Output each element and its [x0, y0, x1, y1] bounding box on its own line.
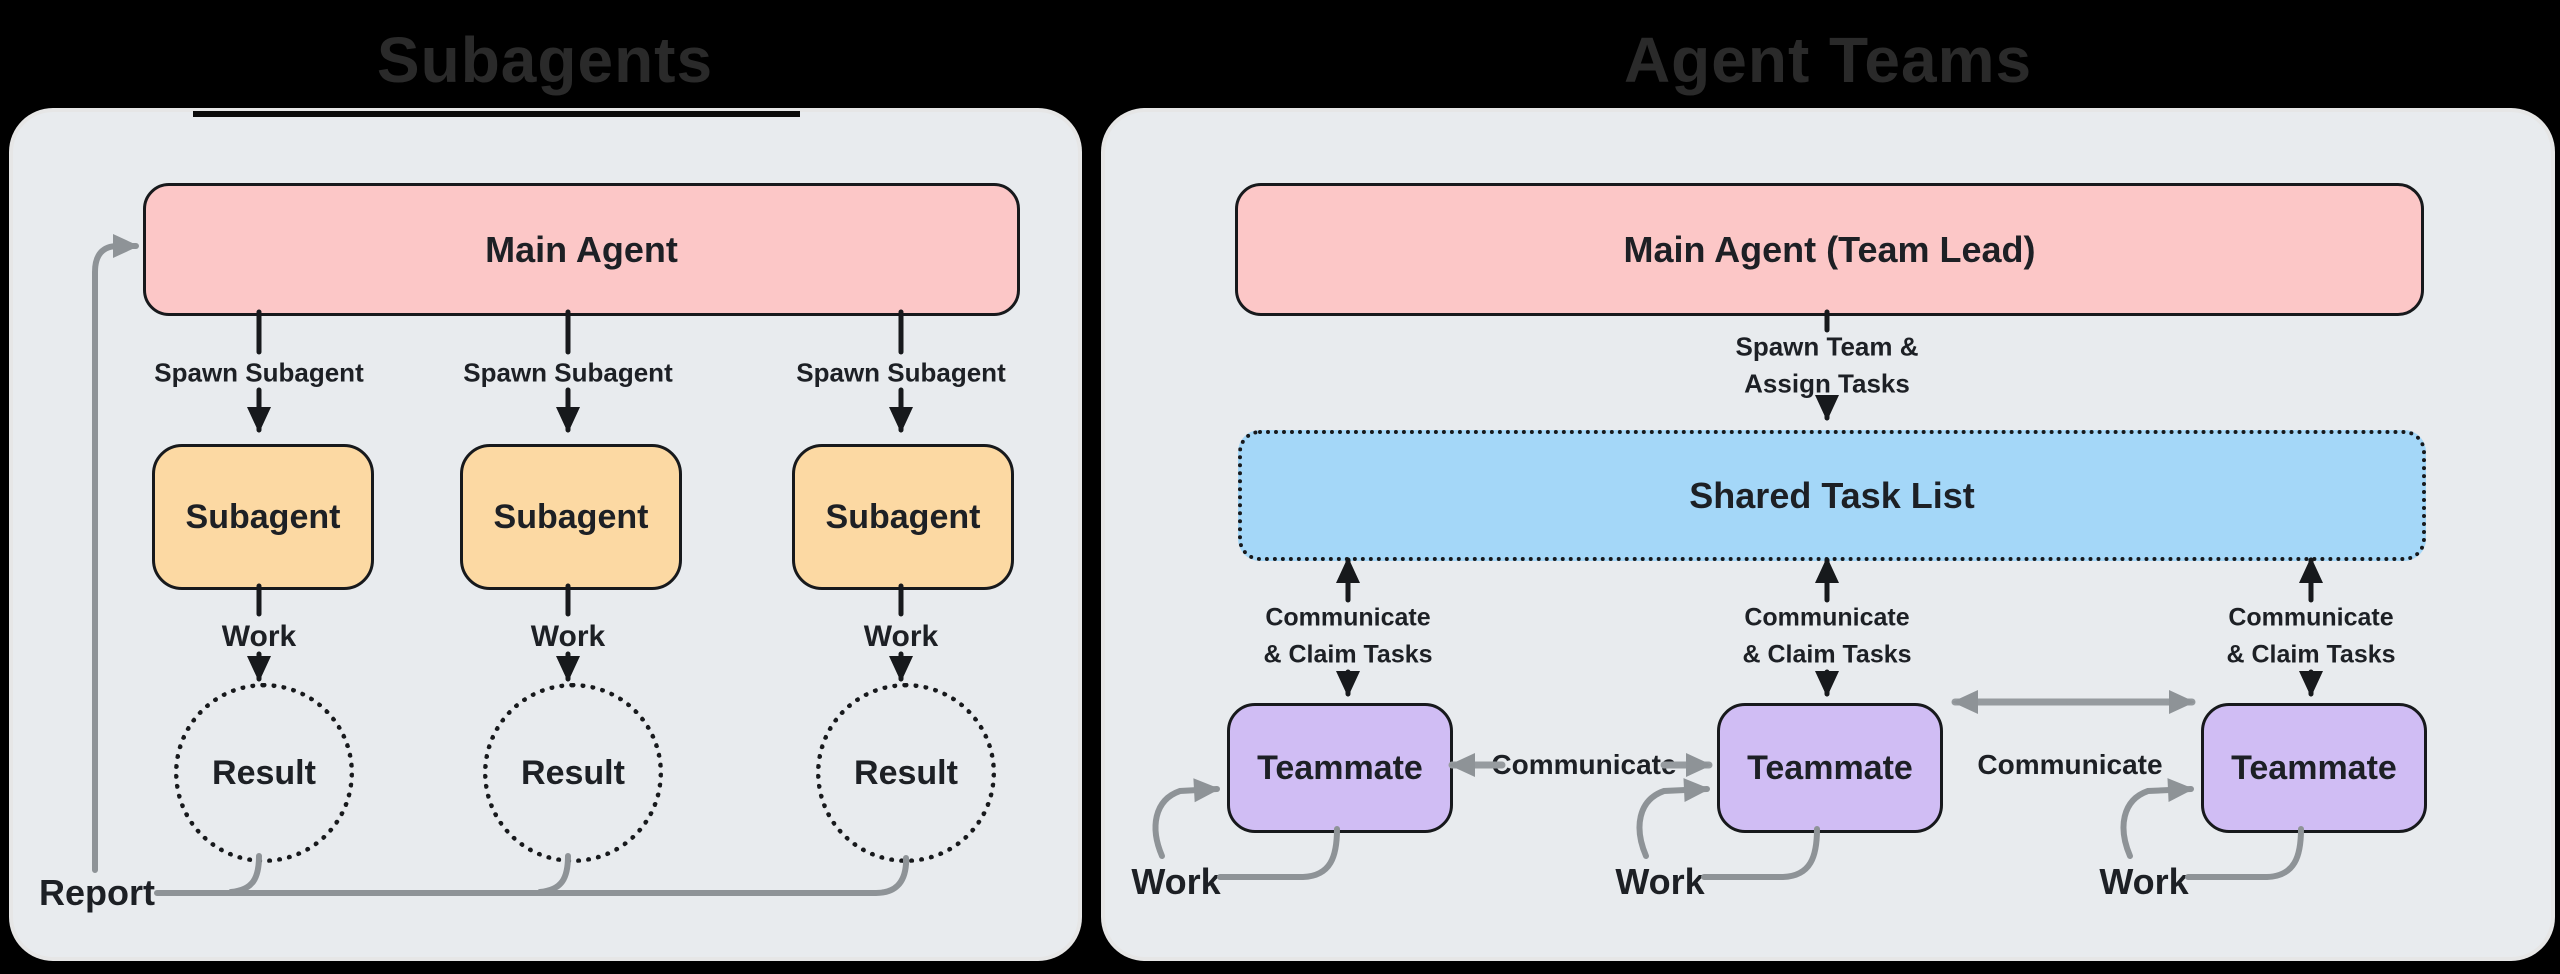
work-label-3: Work [863, 620, 939, 653]
teammate-box-1: Teammate [1227, 703, 1453, 833]
spawn-subagent-label-1: Spawn Subagent [154, 357, 364, 388]
main-agent-box: Main Agent [143, 183, 1020, 316]
communicate-label-1: Communicate [1491, 749, 1677, 780]
teammate-work-label-3: Work [2099, 861, 2189, 902]
team-lead-box: Main Agent (Team Lead) [1235, 183, 2424, 316]
result-circle-2: Result [483, 683, 663, 863]
claim-label-3-line1: Communicate [2228, 603, 2394, 632]
claim-label-3-line2: & Claim Tasks [2226, 640, 2396, 669]
result-label: Result [521, 753, 625, 792]
teammate-box-2: Teammate [1717, 703, 1943, 833]
work-label-2: Work [530, 620, 606, 653]
team-lead-label: Main Agent (Team Lead) [1623, 228, 2036, 270]
report-label: Report [39, 872, 155, 913]
spawn-subagent-label-3: Spawn Subagent [796, 357, 1006, 388]
spawn-team-label-line1: Spawn Team & [1735, 331, 1919, 362]
result-circle-1: Result [174, 683, 354, 863]
subagent-label: Subagent [825, 497, 981, 536]
spawn-team-label-line2: Assign Tasks [1744, 368, 1910, 399]
result-label: Result [854, 753, 958, 792]
spawn-subagent-label-2: Spawn Subagent [463, 357, 673, 388]
subagent-box-1: Subagent [152, 444, 374, 590]
work-label-1: Work [221, 620, 297, 653]
claim-label-1-line1: Communicate [1265, 603, 1431, 632]
result-label: Result [212, 753, 316, 792]
claim-label-2-line1: Communicate [1744, 603, 1910, 632]
claim-label-2-line2: & Claim Tasks [1742, 640, 1912, 669]
subagent-label: Subagent [493, 497, 649, 536]
result-circle-3: Result [816, 683, 996, 863]
subagent-box-2: Subagent [460, 444, 682, 590]
teammate-label: Teammate [1257, 748, 1423, 787]
claim-label-1-line2: & Claim Tasks [1263, 640, 1433, 669]
teammate-label: Teammate [2231, 748, 2397, 787]
communicate-label-2: Communicate [1977, 749, 2163, 780]
teammate-work-label-2: Work [1615, 861, 1705, 902]
main-agent-label: Main Agent [485, 228, 678, 270]
teammate-box-3: Teammate [2201, 703, 2427, 833]
subagent-box-3: Subagent [792, 444, 1014, 590]
teammate-work-label-1: Work [1131, 861, 1221, 902]
teammate-label: Teammate [1747, 748, 1913, 787]
agent-teams-title: Agent Teams [1623, 24, 2033, 96]
subagents-title: Subagents [376, 24, 714, 96]
shared-task-list-label: Shared Task List [1689, 474, 1975, 516]
subagent-label: Subagent [185, 497, 341, 536]
shared-task-list-box: Shared Task List [1238, 430, 2426, 561]
